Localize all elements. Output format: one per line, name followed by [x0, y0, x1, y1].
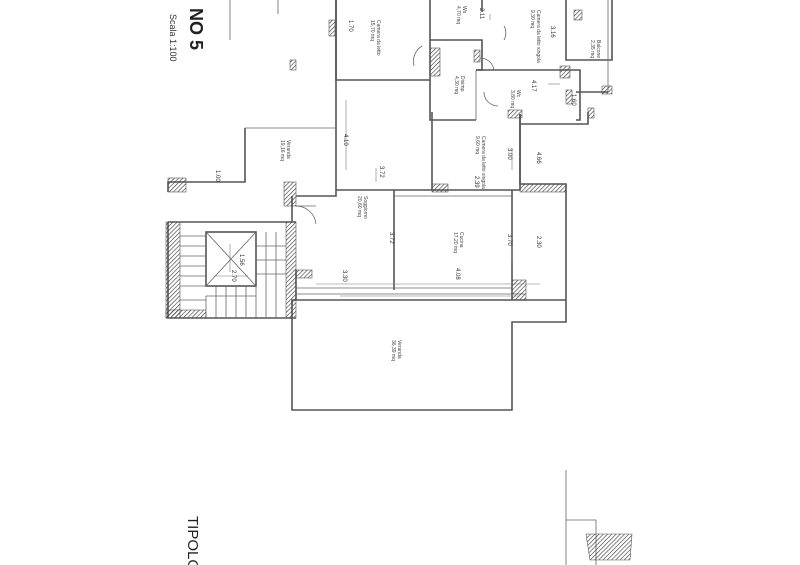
dimension-labels: 4.10 3.72 3.72 4.08 3.30 3.70 3.00 2.39 … [214, 8, 576, 282]
dim-label: 4.17 [530, 80, 536, 92]
adjacent-unit-outline [565, 470, 633, 565]
room-name-cucina: Cucina [458, 232, 464, 248]
dim-label: 1.70 [347, 20, 353, 32]
room-name-camera-letto: Camera da letto [375, 20, 381, 56]
dim-label: 3.72 [388, 232, 394, 244]
dim-label: 3.30 [341, 270, 347, 282]
room-name-wc: Wc [515, 90, 521, 98]
dimension-lines [316, 14, 560, 297]
room-area-balcone: 2,35 mq [589, 40, 595, 58]
plan-footer-label: TIPOLO [184, 516, 201, 565]
room-name-veranda-bottom: Veranda [396, 340, 402, 359]
room-area-ws: 4,70 mq [455, 6, 461, 24]
room-area-camera-singola-mid: 9,60 mq [474, 136, 480, 154]
room-name-camera-singola-mid: Camera da letto singola [480, 136, 486, 189]
plan-title: NO 5 [186, 8, 206, 50]
room-name-balcone: Balcone [595, 40, 601, 58]
room-labels: Veranda 19,16 mq Camera da letto 15,70 m… [279, 6, 601, 361]
dim-label: 2.30 [535, 236, 541, 248]
stair-dim-a: 1.56 [238, 254, 244, 266]
walls [167, 0, 613, 411]
dim-label: 3.72 [378, 166, 384, 178]
room-name-camera-singola-top: Camera da letto singola [535, 10, 541, 63]
dim-label: 3.70 [506, 234, 512, 246]
room-name-soggiorno: Soggiorno [362, 196, 368, 219]
door-swings [295, 25, 507, 225]
room-name-veranda-top: Veranda [285, 140, 291, 159]
dim-label: 2.11 [478, 8, 484, 20]
room-name-disimpegno: Disimp. [459, 76, 465, 93]
hatched-wall-blocks [165, 9, 613, 319]
dim-label: 3.00 [506, 148, 512, 160]
room-area-camera-letto: 15,70 mq [369, 20, 375, 41]
room-area-camera-singola-top: 9,30 mq [529, 10, 535, 28]
dim-label: 4.66 [535, 152, 541, 164]
room-area-cucina: 17,20 mq [452, 232, 458, 253]
dim-label: 2.39 [473, 176, 479, 188]
room-area-soggiorno: 20,60 mq [356, 196, 362, 217]
room-name-ws: Ws [461, 6, 467, 14]
stair-dim-b: 2.70 [230, 270, 236, 282]
stair-treads [180, 232, 286, 318]
dim-label: 1.00 [214, 170, 220, 182]
room-area-wc: 3,80 mq [509, 90, 515, 108]
stair [180, 231, 286, 318]
plan-scale: Scala 1:100 [168, 14, 178, 62]
room-area-veranda-top: 19,16 mq [279, 140, 285, 161]
dim-label: 3.16 [549, 26, 555, 38]
room-area-veranda-bottom: 36,39 mq [390, 340, 396, 361]
room-area-disimpegno: 4,30 mq [453, 76, 459, 94]
dim-label: 1.60 [570, 94, 576, 106]
dim-label: 4.08 [454, 268, 460, 280]
dim-label: 4.10 [342, 134, 348, 146]
